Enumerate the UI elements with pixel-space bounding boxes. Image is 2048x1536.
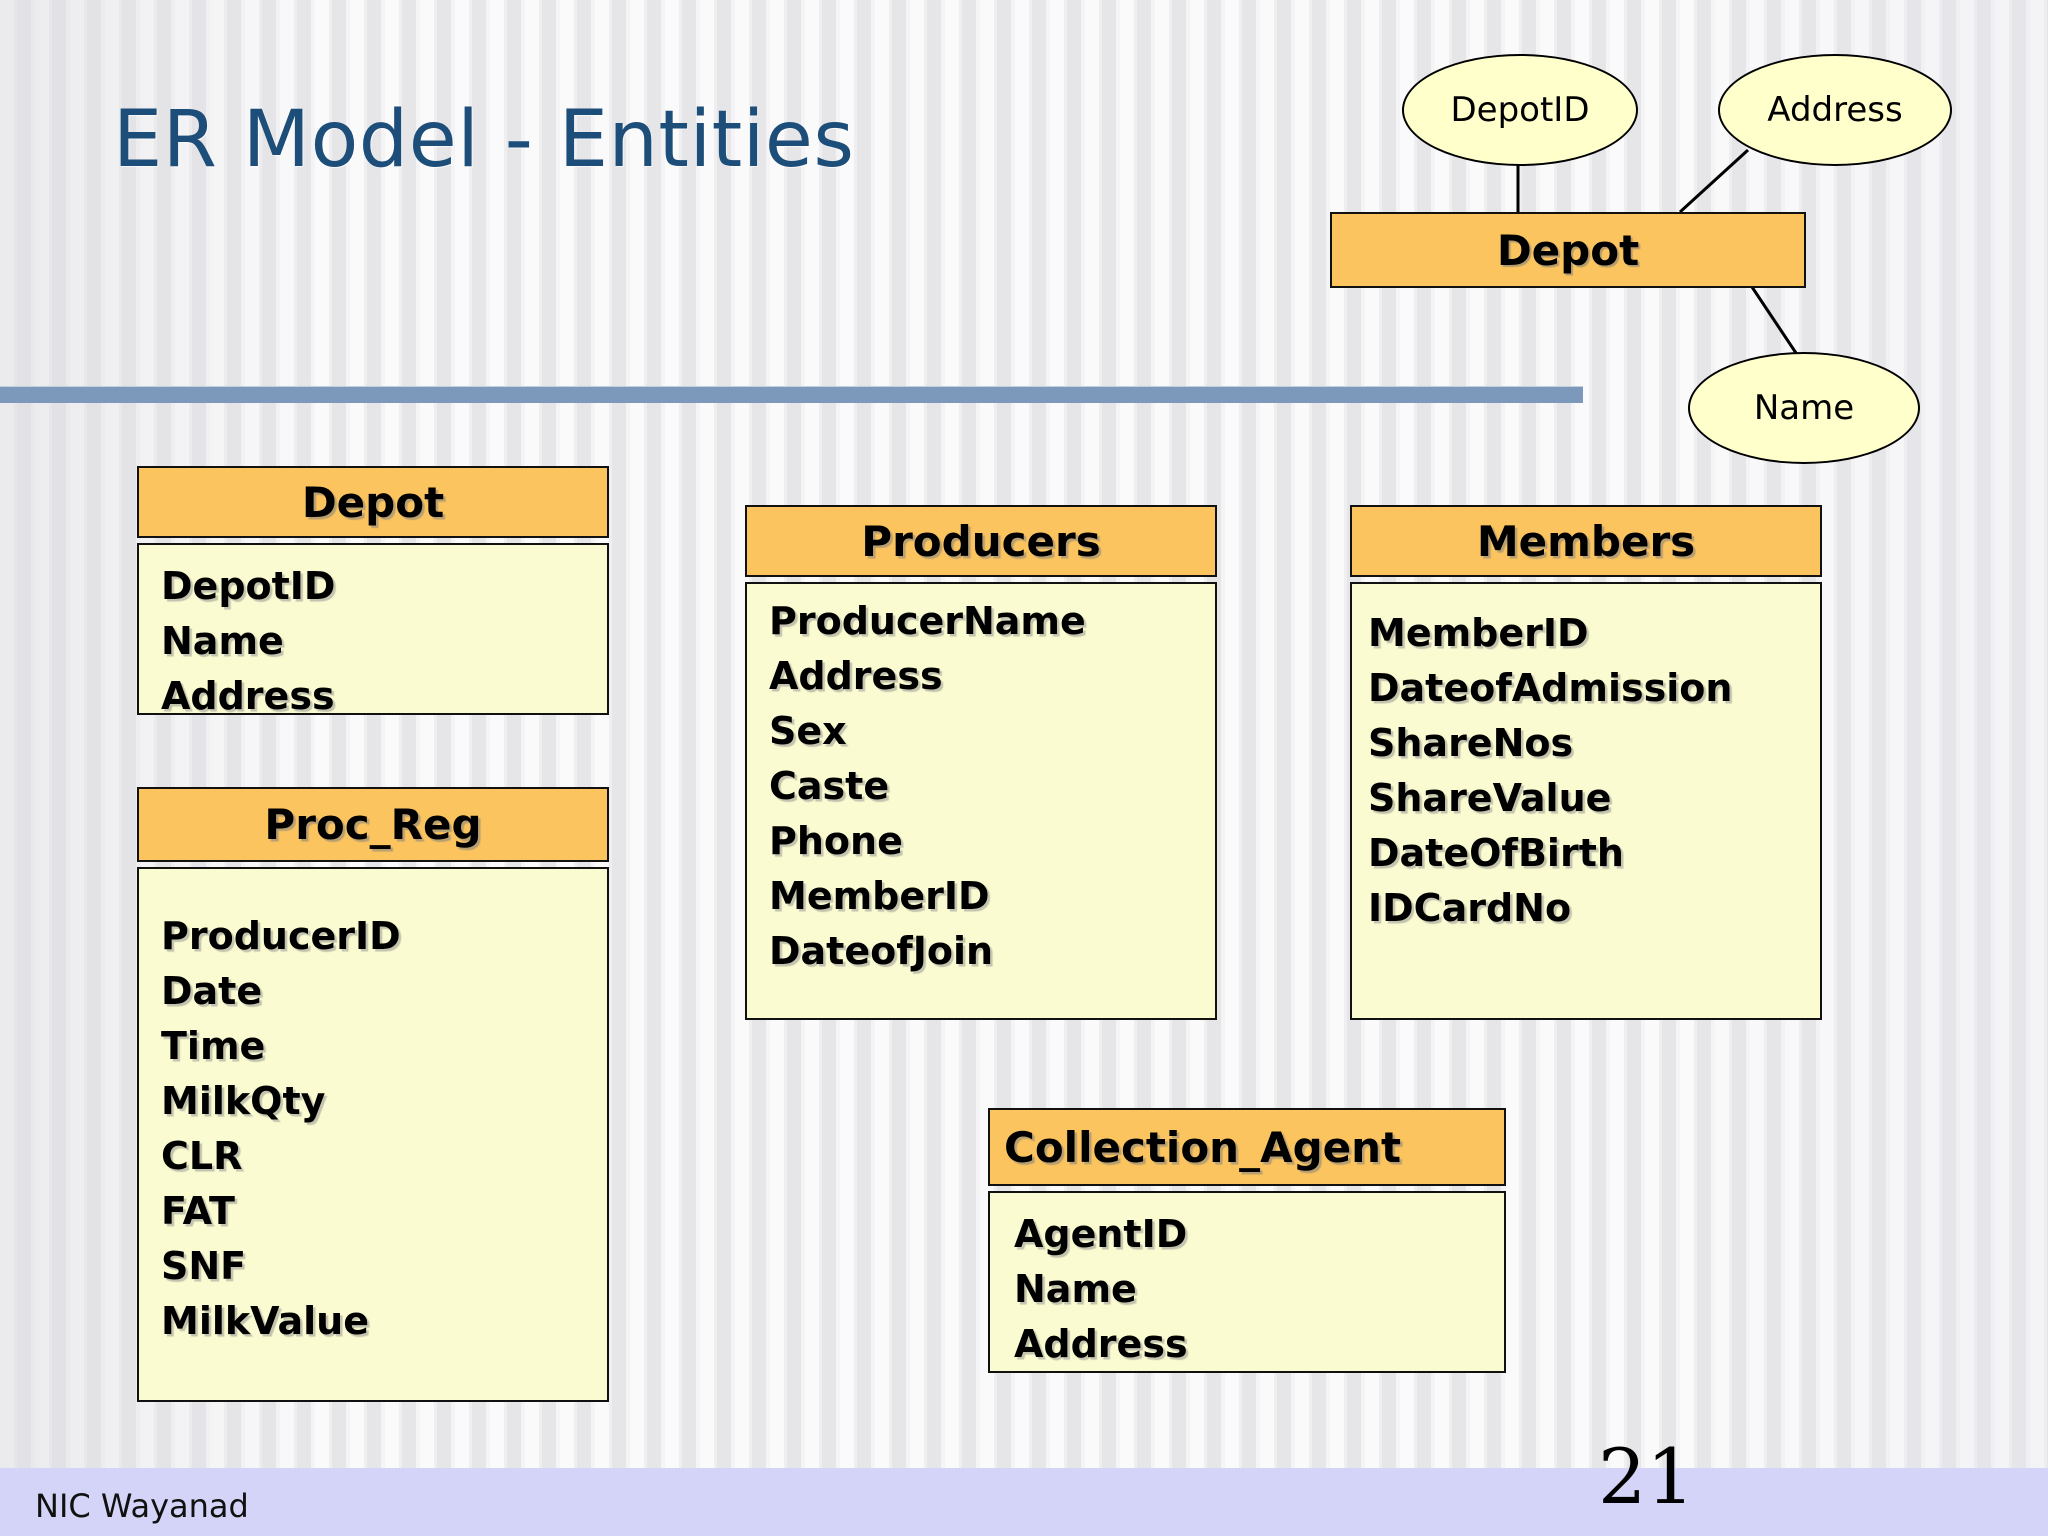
entity-attribute: Name <box>161 619 284 663</box>
entity-attribute: MilkQty <box>161 1079 326 1123</box>
entity-header-proc-reg: Proc_Reg <box>137 787 609 862</box>
er-entity-depot: Depot <box>1330 212 1806 288</box>
entity-attribute: ProducerName <box>769 599 1086 643</box>
entity-attribute: Address <box>769 654 943 698</box>
entity-body-collection-agent: AgentID Name Address <box>988 1191 1506 1373</box>
entity-attribute: MemberID <box>769 874 990 918</box>
entity-attribute: IDCardNo <box>1368 886 1572 930</box>
entity-attribute: Address <box>1014 1322 1188 1366</box>
entity-table-depot: Depot DepotID Name Address <box>137 466 609 718</box>
entity-attribute: FAT <box>161 1189 235 1233</box>
entity-attribute: Time <box>161 1024 266 1068</box>
er-attribute-label: Address <box>1767 90 1903 130</box>
entity-attribute: Sex <box>769 709 847 753</box>
entity-attribute: MilkValue <box>161 1299 369 1343</box>
footer-label: NIC Wayanad <box>35 1487 249 1525</box>
entity-attribute: MemberID <box>1368 611 1589 655</box>
page-title: ER Model - Entities <box>113 95 855 185</box>
er-attribute-name: Name <box>1688 352 1920 464</box>
entity-header-members: Members <box>1350 505 1822 577</box>
entity-table-collection-agent: Collection_Agent AgentID Name Address <box>988 1108 1506 1373</box>
entity-table-producers: Producers ProducerName Address Sex Caste… <box>745 505 1217 1020</box>
entity-name: Members <box>1476 516 1696 566</box>
entity-attribute: Name <box>1014 1267 1137 1311</box>
entity-attribute: Phone <box>769 819 903 863</box>
er-attribute-label: Name <box>1753 388 1855 428</box>
entity-attribute: Address <box>161 674 335 718</box>
entity-attribute: AgentID <box>1014 1212 1188 1256</box>
entity-header-producers: Producers <box>745 505 1217 577</box>
entity-name: Collection_Agent <box>1004 1122 1402 1172</box>
entity-body-members: MemberID DateofAdmission ShareNos ShareV… <box>1350 582 1822 1020</box>
er-attribute-address: Address <box>1718 54 1952 166</box>
entity-attribute: CLR <box>161 1134 243 1178</box>
entity-table-members: Members MemberID DateofAdmission ShareNo… <box>1350 505 1822 1020</box>
entity-attribute: ShareNos <box>1368 721 1574 765</box>
entity-name: Depot <box>301 477 445 527</box>
er-diagram: DepotID Address Name Depot <box>1330 22 2040 464</box>
entity-header-collection-agent: Collection_Agent <box>988 1108 1506 1186</box>
entity-attribute: ProducerID <box>161 914 401 958</box>
entity-body-proc-reg: ProducerID Date Time MilkQty CLR FAT SNF… <box>137 867 609 1402</box>
entity-attribute: SNF <box>161 1244 247 1288</box>
er-connector-lines <box>1516 148 1800 357</box>
page-number: 21 <box>1598 1432 1695 1521</box>
entity-attribute: DateOfBirth <box>1368 831 1624 875</box>
er-attribute-depotid: DepotID <box>1402 54 1638 166</box>
er-entity-label: Depot <box>1496 225 1640 275</box>
entity-attribute: DateofJoin <box>769 929 994 973</box>
entity-name: Producers <box>861 516 1101 566</box>
footer-bar <box>0 1468 2048 1536</box>
entity-attribute: DepotID <box>161 564 336 608</box>
entity-table-proc-reg: Proc_Reg ProducerID Date Time MilkQty CL… <box>137 787 609 1402</box>
er-attribute-label: DepotID <box>1450 90 1590 130</box>
entity-body-producers: ProducerName Address Sex Caste Phone Mem… <box>745 582 1217 1020</box>
entity-attribute: Date <box>161 969 263 1013</box>
entity-attribute: Caste <box>769 764 890 808</box>
entity-header-depot: Depot <box>137 466 609 538</box>
entity-attribute: ShareValue <box>1368 776 1612 820</box>
entity-body-depot: DepotID Name Address <box>137 543 609 718</box>
entity-attribute: DateofAdmission <box>1368 666 1733 710</box>
title-divider-rule <box>0 386 1583 403</box>
entity-name: Proc_Reg <box>264 800 482 849</box>
